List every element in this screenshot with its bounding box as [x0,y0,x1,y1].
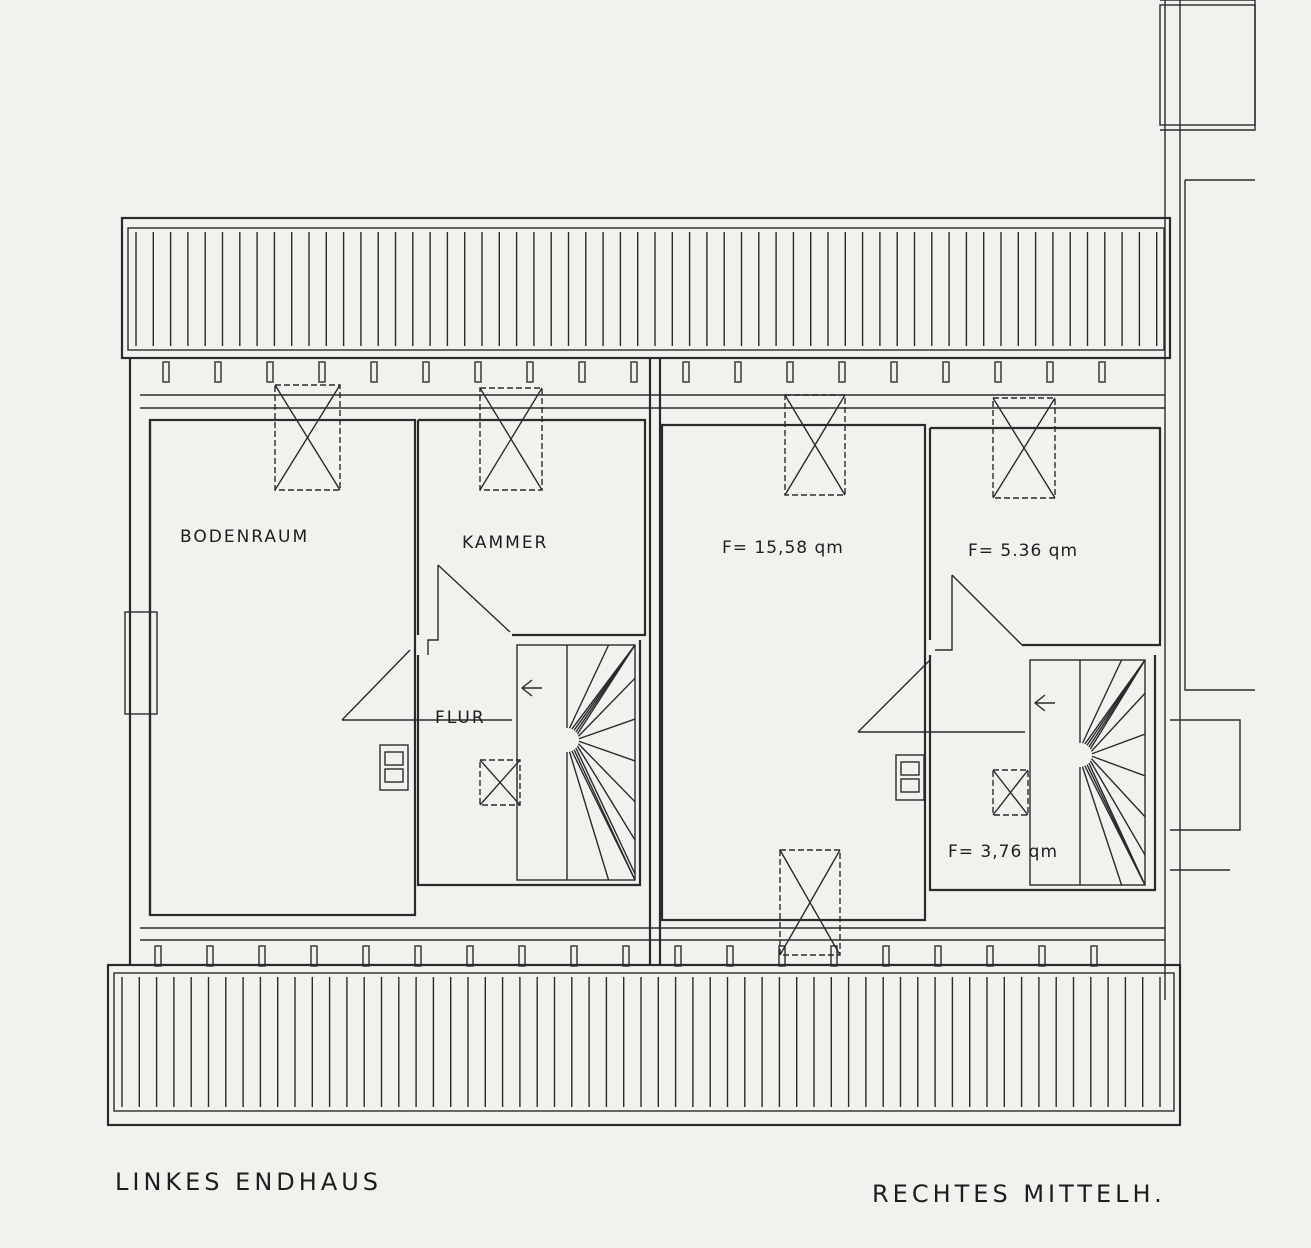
stair-arrow-icon [1033,694,1055,712]
skylight [992,397,1056,499]
neighbor-roof [1159,4,1256,126]
rafter-post [1046,361,1054,383]
rafter-post [622,945,630,967]
rafter-post [414,945,422,967]
stair-step [575,747,636,875]
roof-bottom [106,963,1182,1127]
rafter-post [942,361,950,383]
rafter-post [578,361,586,383]
rafter-post [1098,361,1106,383]
rafter-post [882,945,890,967]
stair-step [576,745,636,841]
stair-step [1091,755,1146,777]
rafter-post [258,945,266,967]
skylight-cross [992,769,1029,816]
rafter-post [1038,945,1046,967]
stair-step [1084,765,1146,886]
rafter-post [934,945,942,967]
stair-step [1091,733,1146,755]
stair-step [576,644,636,735]
rafter-post [778,945,786,967]
stair-step [577,743,636,803]
rafter-post [786,361,794,383]
caption-right: RECHTES MITTELH. [872,1180,1166,1208]
rafter-post [162,361,170,383]
skylight [479,759,521,806]
rafter-post [362,945,370,967]
stair-step [1089,659,1146,750]
walls [124,0,1256,1000]
area-label-flur: F= 3,76 qm [948,842,1059,862]
rafter-posts [154,361,1106,967]
skylight-cross [274,384,341,491]
rafter-post [994,361,1002,383]
rafter-post [674,945,682,967]
caption-left: LINKES ENDHAUS [115,1168,383,1196]
rafter-post [1090,945,1098,967]
stair-step [578,718,636,740]
stair-arrow-icon [520,679,542,697]
rafter-post [630,361,638,383]
stair-step [577,677,636,737]
rafter-post [318,361,326,383]
rafter-post [838,361,846,383]
rafter-post [206,945,214,967]
stair-step [1090,758,1146,818]
rafter-post [214,361,222,383]
skylight [992,769,1029,816]
rafter-post [518,945,526,967]
window [124,611,158,715]
room-bodenraum [148,418,417,917]
staircases [516,644,1146,886]
skylight-cross [779,849,841,956]
rafter-post [466,945,474,967]
stair-step [1089,760,1146,856]
stair-step [1081,659,1123,744]
stair-step [578,740,636,762]
roof-top [120,216,1172,360]
rafter-post [682,361,690,383]
skylight [274,384,341,491]
room-label-kammer: KAMMER [462,533,549,553]
skylights [274,384,1056,956]
rafter-post [734,361,742,383]
rafter-post [570,945,578,967]
rafter-post [266,361,274,383]
rafter-post [310,945,318,967]
stair-step [1081,766,1123,886]
rafter-post [474,361,482,383]
rafter-post [526,361,534,383]
skylight-cross [479,387,543,491]
skylight-cross [992,397,1056,499]
stair-outline [1029,659,1146,886]
stair-step [571,750,636,881]
rafter-post [986,945,994,967]
skylight [779,849,841,956]
rafter-post [370,361,378,383]
stair-step [568,644,610,729]
rafter-post [830,945,838,967]
area-label-kammer: F= 5.36 qm [968,541,1079,561]
skylight-cross [479,759,521,806]
stair-step [568,751,610,881]
skylight [784,394,846,496]
room-main [660,423,927,922]
rafter-post [154,945,162,967]
rafter-post [726,945,734,967]
area-label-main: F= 15,58 qm [722,538,844,558]
rafter-post [422,361,430,383]
stair-step [1090,692,1146,752]
room-label-flur: FLUR [435,708,486,728]
skylight-cross [784,394,846,496]
room-label-bodenraum: BODENRAUM [180,527,310,547]
skylight [479,387,543,491]
rafter-post [890,361,898,383]
